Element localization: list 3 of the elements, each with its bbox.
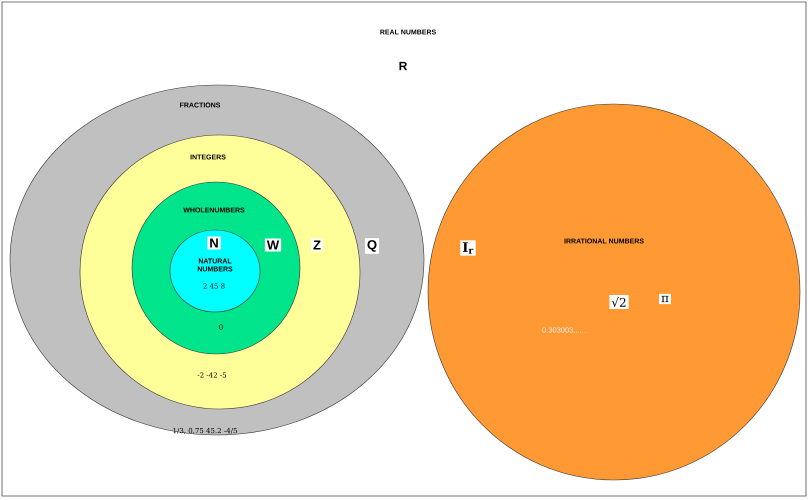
- set-symbol: R: [399, 62, 408, 70]
- example-number: √2: [609, 295, 629, 309]
- example-number: π: [659, 294, 671, 304]
